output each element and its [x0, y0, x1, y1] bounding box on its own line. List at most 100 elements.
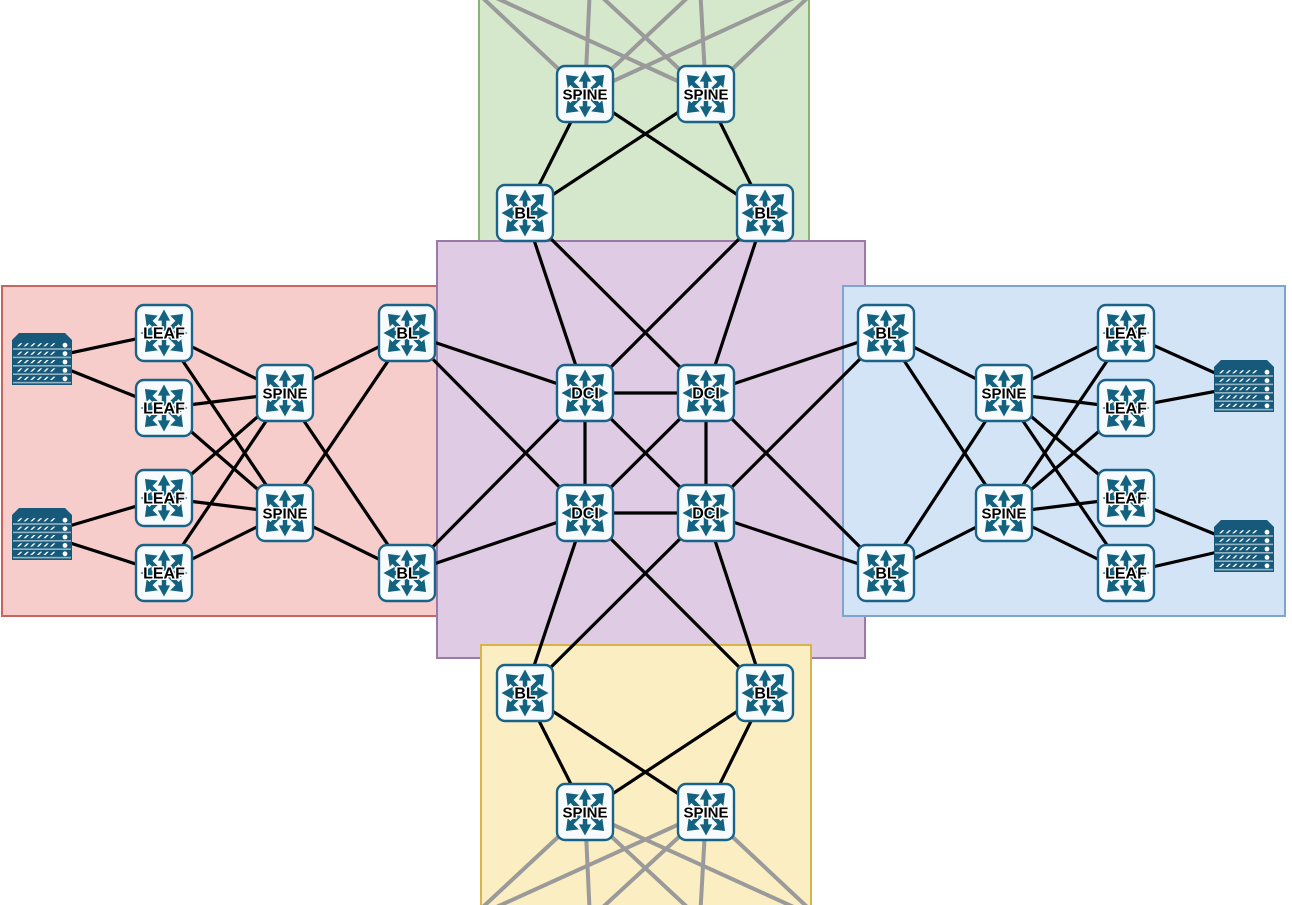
north-spine-1[interactable]: SPINE	[555, 64, 615, 124]
node-label: SPINE	[683, 87, 728, 104]
west-borderleaf-2[interactable]: BL	[377, 543, 437, 603]
node-label: SPINE	[981, 386, 1026, 403]
node-label: BL	[754, 686, 776, 703]
east-server-top[interactable]	[1214, 360, 1274, 412]
server-row-divider	[1215, 552, 1273, 554]
server-slot	[1252, 555, 1258, 559]
east-leaf-4[interactable]: LEAF	[1096, 543, 1156, 603]
core-dci-2[interactable]: DCI	[676, 363, 736, 423]
server-row-divider	[1215, 568, 1273, 571]
north-borderleaf-1[interactable]: BL	[495, 183, 555, 243]
server-status-dot	[62, 517, 68, 523]
east-spine-2[interactable]: SPINE	[974, 483, 1034, 543]
server-slot	[1225, 370, 1231, 374]
server-row-divider	[13, 540, 71, 542]
server-slot	[1252, 563, 1258, 567]
west-leaf-4[interactable]: LEAF	[134, 543, 194, 603]
server-row-divider	[1215, 560, 1273, 562]
server-status-dot	[62, 551, 68, 557]
server-slot	[1219, 530, 1225, 534]
link-line	[704, 391, 888, 575]
server-slot	[36, 543, 43, 547]
server-slot	[17, 343, 23, 347]
server-status-dot	[62, 534, 68, 540]
server-slot	[1245, 555, 1251, 559]
west-borderleaf-1[interactable]: BL	[377, 303, 437, 363]
east-leaf-3[interactable]: LEAF	[1096, 468, 1156, 528]
server-slot	[1245, 378, 1251, 382]
server-slot	[43, 535, 49, 539]
server-icons	[12, 333, 1274, 572]
server-slot	[1225, 538, 1231, 542]
node-label: LEAF	[1105, 401, 1147, 418]
server-slot	[1225, 395, 1231, 399]
server-slot	[50, 360, 56, 364]
west-spine-2[interactable]: SPINE	[255, 483, 315, 543]
south-borderleaf-1[interactable]: BL	[495, 663, 555, 723]
server-slot	[23, 518, 29, 522]
west-leaf-2[interactable]: LEAF	[134, 378, 194, 438]
east-borderleaf-1[interactable]: BL	[856, 303, 916, 363]
south-spine-2[interactable]: SPINE	[676, 782, 736, 842]
server-slot	[1225, 387, 1231, 391]
server-slot	[1245, 547, 1251, 551]
server-slot	[1238, 530, 1245, 534]
server-slot	[23, 343, 29, 347]
east-leaf-2[interactable]: LEAF	[1096, 378, 1156, 438]
link-line	[162, 331, 287, 515]
south-spine-1[interactable]: SPINE	[555, 782, 615, 842]
region-east-fabric	[842, 285, 1286, 617]
server-slot	[1245, 403, 1251, 407]
server-row-divider	[13, 548, 71, 550]
server-row-divider	[13, 531, 71, 534]
west-leaf-1[interactable]: LEAF	[134, 303, 194, 363]
link-line	[523, 211, 587, 395]
server-slot	[1245, 395, 1251, 399]
east-borderleaf-2[interactable]: BL	[856, 543, 916, 603]
server-slot	[1252, 538, 1258, 542]
node-label: BL	[875, 566, 897, 583]
west-leaf-3[interactable]: LEAF	[134, 468, 194, 528]
south-borderleaf-2[interactable]: BL	[735, 663, 795, 723]
server-slot	[1238, 547, 1245, 551]
server-status-dot	[62, 368, 68, 373]
server-slot	[1219, 370, 1225, 374]
server-slot	[1245, 387, 1251, 391]
west-server-bottom[interactable]	[12, 508, 72, 560]
west-server-top[interactable]	[12, 333, 72, 385]
server-slot	[1219, 555, 1225, 559]
server-chassis	[12, 333, 72, 385]
server-status-dot	[1264, 378, 1270, 383]
server-slot	[36, 535, 43, 539]
north-spine-2[interactable]: SPINE	[676, 64, 736, 124]
server-slot	[50, 543, 56, 547]
east-leaf-1[interactable]: LEAF	[1096, 303, 1156, 363]
link-line	[704, 211, 767, 395]
west-spine-1[interactable]: SPINE	[255, 363, 315, 423]
server-slot	[1225, 403, 1231, 407]
east-server-bottom[interactable]	[1214, 520, 1274, 572]
server-status-dot	[1264, 369, 1270, 375]
server-slot	[23, 351, 29, 355]
server-slot	[43, 368, 49, 372]
server-slot	[30, 543, 36, 547]
north-borderleaf-2[interactable]: BL	[735, 183, 795, 243]
server-slot	[17, 360, 23, 364]
external-link	[496, 810, 708, 905]
core-dci-4[interactable]: DCI	[676, 483, 736, 543]
server-slot	[17, 368, 23, 372]
east-spine-1[interactable]: SPINE	[974, 363, 1034, 423]
server-chassis	[12, 508, 72, 560]
server-slot	[1232, 563, 1238, 567]
link-line	[1002, 331, 1128, 515]
server-slot	[30, 526, 36, 530]
node-label: LEAF	[1105, 566, 1147, 583]
server-slot	[17, 518, 23, 522]
link-line	[405, 331, 587, 395]
core-dci-1[interactable]: DCI	[555, 363, 615, 423]
node-label: DCI	[571, 386, 599, 403]
server-row-divider	[1215, 375, 1273, 377]
link-line	[704, 331, 888, 515]
core-dci-3[interactable]: DCI	[555, 483, 615, 543]
node-label: BL	[514, 206, 536, 223]
